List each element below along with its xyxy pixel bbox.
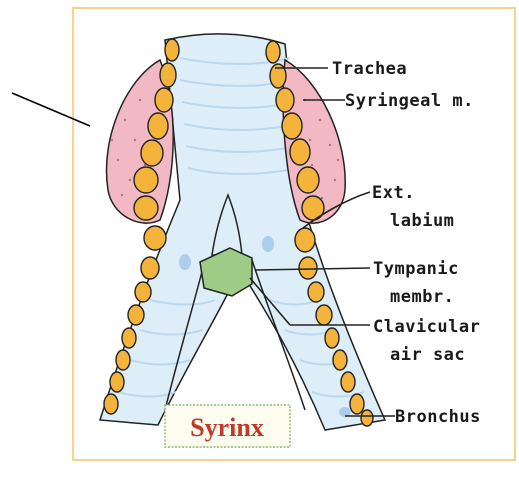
label-ext-labium-2: labium (390, 211, 454, 231)
label-clavicular-1: Clavicular (373, 317, 480, 337)
label-clavicular-2: air sac (390, 345, 465, 365)
label-trachea: Trachea (332, 59, 407, 79)
label-syringeal-muscle: Syringeal m. (345, 91, 474, 111)
label-bronchus: Bronchus (395, 407, 481, 427)
label-ext-labium-1: Ext. (372, 183, 415, 203)
label-tympanic-1: Tympanic (373, 259, 459, 279)
diagram-title: Syrinx (190, 413, 264, 442)
label-tympanic-2: membr. (390, 287, 454, 307)
